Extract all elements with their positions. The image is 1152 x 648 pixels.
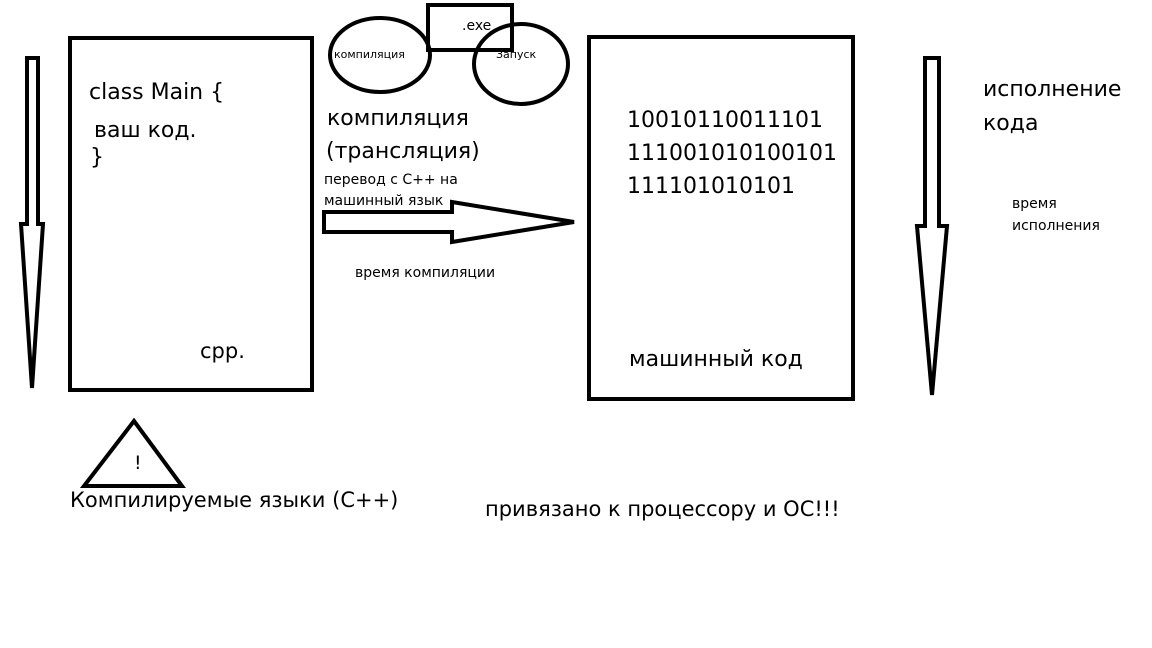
code-line-2: ваш код. bbox=[94, 118, 197, 143]
exe-box bbox=[426, 3, 514, 52]
compile-arrow bbox=[322, 199, 575, 245]
compile-bubble bbox=[328, 16, 432, 94]
compile-heading-line-2: (трансляция) bbox=[326, 139, 480, 164]
source-code-box bbox=[68, 36, 314, 392]
compile-bubble-label: компиляция bbox=[334, 48, 405, 61]
execution-time-line-2: исполнения bbox=[1012, 218, 1100, 234]
execution-time-line-1: время bbox=[1012, 196, 1057, 212]
machine-bits-line-1: 10010110011101 bbox=[627, 108, 823, 133]
run-bubble bbox=[472, 22, 570, 106]
execution-heading-line-1: исполнение bbox=[983, 77, 1122, 102]
machine-code-caption: машинный код bbox=[629, 347, 803, 372]
machine-bits-line-3: 111101010101 bbox=[627, 174, 795, 199]
warning-triangle bbox=[79, 417, 186, 488]
right-down-arrow bbox=[914, 56, 950, 396]
translation-note-line-1: перевод с С++ на bbox=[324, 172, 458, 188]
execution-heading-line-2: кода bbox=[983, 111, 1039, 136]
code-line-3: } bbox=[90, 145, 104, 170]
compile-time-label: время компиляции bbox=[355, 265, 496, 281]
warning-symbol: ! bbox=[134, 452, 142, 474]
translation-note-line-2: машинный язык bbox=[324, 193, 444, 209]
run-bubble-label: Запуск bbox=[496, 48, 537, 61]
machine-code-box bbox=[587, 35, 855, 401]
machine-bits-line-2: 111001010100101 bbox=[627, 141, 837, 166]
code-line-1: class Main { bbox=[89, 80, 225, 105]
bound-to-platform-note: привязано к процессору и ОС!!! bbox=[485, 497, 840, 521]
compile-heading-line-1: компиляция bbox=[327, 106, 469, 131]
source-file-extension: cpp. bbox=[200, 339, 245, 363]
compiled-languages-label: Компилируемые языки (С++) bbox=[70, 488, 399, 512]
exe-label: .exe bbox=[462, 18, 492, 34]
left-down-arrow bbox=[18, 56, 46, 389]
